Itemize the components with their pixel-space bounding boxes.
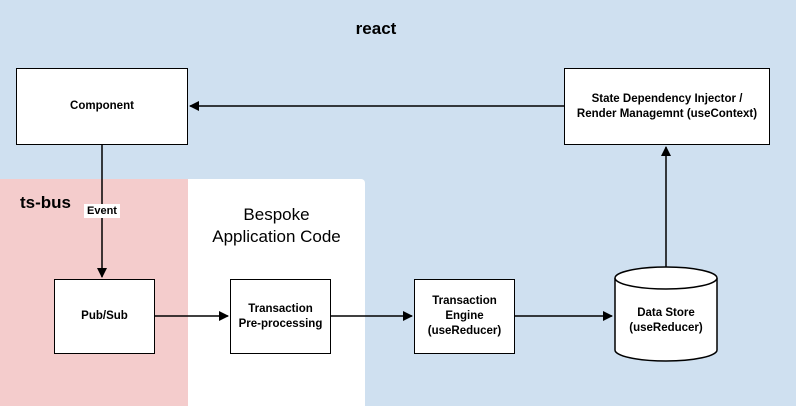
transaction-preprocessing-node: Transaction Pre-processing	[230, 279, 331, 354]
database-cylinder-icon	[614, 266, 718, 362]
state-dependency-injector-node: State Dependency Injector / Render Manag…	[564, 68, 770, 145]
state-dependency-injector-node-label: State Dependency Injector / Render Manag…	[576, 92, 758, 120]
pubsub-node: Pub/Sub	[54, 279, 155, 354]
transaction-engine-node: Transaction Engine (useReducer)	[414, 279, 515, 354]
bespoke-region-title-text: Bespoke Application Code	[212, 205, 341, 246]
data-store-node: Data Store (useReducer)	[614, 266, 718, 362]
transaction-engine-node-label: Transaction Engine (useReducer)	[427, 295, 502, 337]
component-node: Component	[16, 68, 188, 145]
react-region-title: react	[355, 19, 397, 38]
bespoke-region-title: Bespoke Application Code	[188, 204, 365, 248]
pubsub-node-label: Pub/Sub	[81, 310, 128, 322]
ts-bus-region-title: ts-bus	[20, 193, 71, 212]
transaction-preprocessing-node-label: Transaction Pre-processing	[238, 302, 323, 330]
edge-label-event: Event	[84, 204, 120, 218]
data-store-node-label: Data Store (useReducer)	[629, 307, 703, 334]
component-node-label: Component	[70, 100, 134, 112]
